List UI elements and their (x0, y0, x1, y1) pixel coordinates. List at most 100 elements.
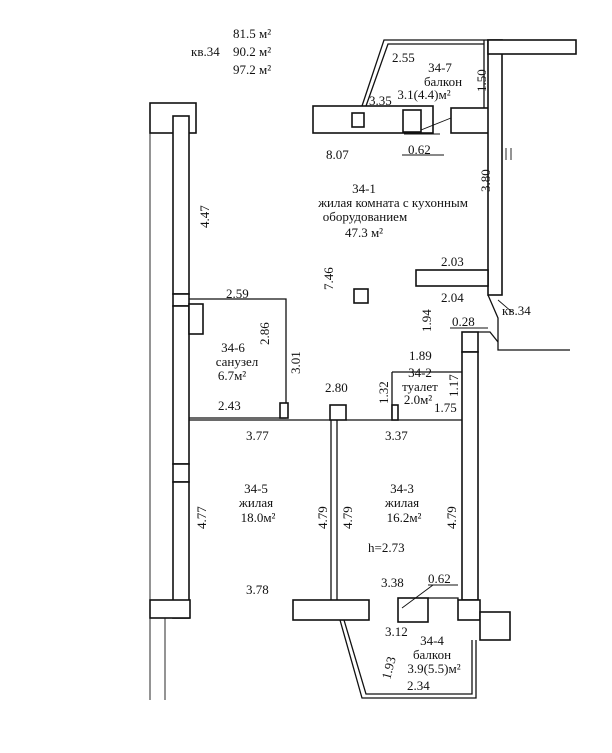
dim-bottom-niche: 0.62 (428, 571, 451, 586)
room-34-3-name: жилая (384, 495, 419, 510)
bottom-wall-right (457, 599, 481, 621)
bottom-wall-left (149, 599, 191, 619)
room-34-4-label: 34-4 балкон 3.9(5.5)м² (407, 633, 460, 676)
left-wall-lower (172, 481, 190, 619)
dim-room3-left: 4.79 (340, 506, 355, 529)
room-34-7-area: 3.1(4.4)м² (397, 87, 450, 102)
dim-room3-bottom: 3.38 (381, 575, 404, 590)
room-34-4-area: 3.9(5.5)м² (407, 661, 460, 676)
room-34-5-number: 34-5 (244, 481, 268, 496)
balcony-bottom (339, 619, 477, 699)
right-wall-lower (461, 351, 479, 601)
dim-top-wall: 8.07 (326, 147, 349, 162)
walls (149, 39, 577, 700)
dim-room5-bottom: 3.78 (246, 582, 269, 597)
area-header: 81.5 м² кв.34 90.2 м² 97.2 м² (191, 26, 271, 77)
dim-bath-side: 3.01 (288, 351, 303, 374)
dim-corner-small: 0.28 (452, 314, 475, 329)
room-34-4-number: 34-4 (420, 633, 444, 648)
top-wall-right-segment (450, 107, 492, 134)
dim-toilet-bottom: 1.75 (434, 400, 457, 415)
dim-pillar-w: 2.03 (441, 254, 464, 269)
left-wall-middle (172, 305, 190, 465)
apartment-tag: кв.34 (502, 303, 531, 318)
room-34-1-name-line1: жилая комната с кухонным (317, 195, 468, 210)
dim-right-step: 1.94 (419, 309, 434, 332)
dimension-labels-vertical: 1.50 3.80 4.47 7.46 1.94 2.86 3.01 1.32 … (194, 69, 493, 681)
living-area-text: 81.5 м² (233, 26, 271, 41)
balcony-top-outer-wall (487, 39, 577, 55)
dim-balcony-bottom-base: 2.34 (407, 678, 430, 693)
dim-bath-bottom: 2.43 (218, 398, 241, 413)
dim-bath-depth: 2.86 (257, 322, 272, 345)
room-34-1-area: 47.3 м² (345, 225, 383, 240)
bathroom-column (188, 303, 204, 335)
dim-room3-right: 4.79 (444, 506, 459, 529)
dim-bath-top: 2.59 (226, 286, 249, 301)
top-niche-diag (420, 117, 452, 131)
room-34-7-label: 34-7 балкон 3.1(4.4)м² (397, 60, 462, 102)
dim-room5-right: 4.79 (315, 506, 330, 529)
room-34-2-number: 34-2 (408, 365, 432, 380)
dim-toilet-right: 1.17 (446, 374, 461, 397)
balcony-top-outline (361, 39, 488, 107)
bottom-wall-window (292, 599, 370, 621)
partitions (188, 288, 462, 600)
room-34-2-name: туалет (402, 379, 438, 394)
dim-balcony-top-diag: 2.55 (392, 50, 415, 65)
dim-balcony-top-side: 1.50 (474, 69, 489, 92)
area-with-balcony-text: 97.2 м² (233, 62, 271, 77)
bathroom-door-jamb (279, 402, 289, 419)
room-34-5-label: 34-5 жилая 18.0м² (238, 481, 276, 525)
dimension-labels: 2.55 3.35 8.07 0.62 2.03 2.04 0.28 2.59 … (218, 50, 475, 693)
dim-right-upper: 3.80 (478, 169, 493, 192)
room-34-2-area: 2.0м² (404, 392, 432, 407)
pillar (415, 269, 489, 287)
total-area-text: 90.2 м² (233, 44, 271, 59)
dim-balcony-top-left: 3.35 (369, 93, 392, 108)
right-step-block (461, 331, 479, 353)
bottom-niche-line (428, 597, 459, 600)
room-34-1-name-line2: оборудованием (323, 209, 407, 224)
balcony-bottom-outline-inner (343, 619, 473, 695)
apartment-number-text: кв.34 (191, 44, 220, 59)
room-34-6-number: 34-6 (221, 340, 245, 355)
room-34-6-name: санузел (216, 354, 259, 369)
dim-toilet-top: 1.89 (409, 348, 432, 363)
dim-center-vertical: 7.46 (321, 267, 336, 290)
bottom-balcony-wall-right (479, 611, 511, 641)
room-34-5-area: 18.0м² (241, 510, 276, 525)
apartment-tag-leader (497, 299, 513, 313)
room-34-6-area: 6.7м² (218, 368, 246, 383)
room-34-1-label: 34-1 жилая комната с кухонным оборудован… (317, 181, 468, 240)
dim-balcony-bottom-top: 3.12 (385, 624, 408, 639)
dim-toilet-left: 1.32 (376, 381, 391, 404)
top-wall-niche-2 (402, 109, 422, 133)
center-column (353, 288, 369, 304)
bottom-wall-niche (397, 597, 429, 623)
dim-room3-top: 3.37 (385, 428, 408, 443)
room-34-3-number: 34-3 (390, 481, 414, 496)
right-wall-upper (487, 39, 503, 296)
dim-balcony-bottom-side: 1.93 (378, 655, 398, 681)
dim-partition-top: 2.80 (325, 380, 348, 395)
dim-left-upper: 4.47 (197, 205, 212, 228)
right-step-wall (487, 294, 570, 351)
room-34-7-number: 34-7 (428, 60, 452, 75)
left-wall-joint (172, 293, 190, 307)
balcony-bottom-outline (339, 619, 477, 699)
dim-room5-left: 4.77 (194, 506, 209, 529)
bottom-niche-leader (401, 584, 434, 609)
room-34-5-name: жилая (238, 495, 273, 510)
room-34-1-number: 34-1 (352, 181, 376, 196)
partition-column (329, 404, 347, 421)
ceiling-height: h=2.73 (368, 540, 405, 555)
left-wall-joint-2 (172, 463, 190, 483)
dim-top-niche: 0.62 (408, 142, 431, 157)
room-34-2-label: 34-2 туалет 2.0м² (402, 365, 438, 407)
bathroom-wall-right (189, 298, 287, 418)
room-34-3-label: 34-3 жилая 16.2м² (384, 481, 422, 525)
room-34-4-name: балкон (413, 647, 451, 662)
room-34-6-label: 34-6 санузел 6.7м² (216, 340, 259, 383)
